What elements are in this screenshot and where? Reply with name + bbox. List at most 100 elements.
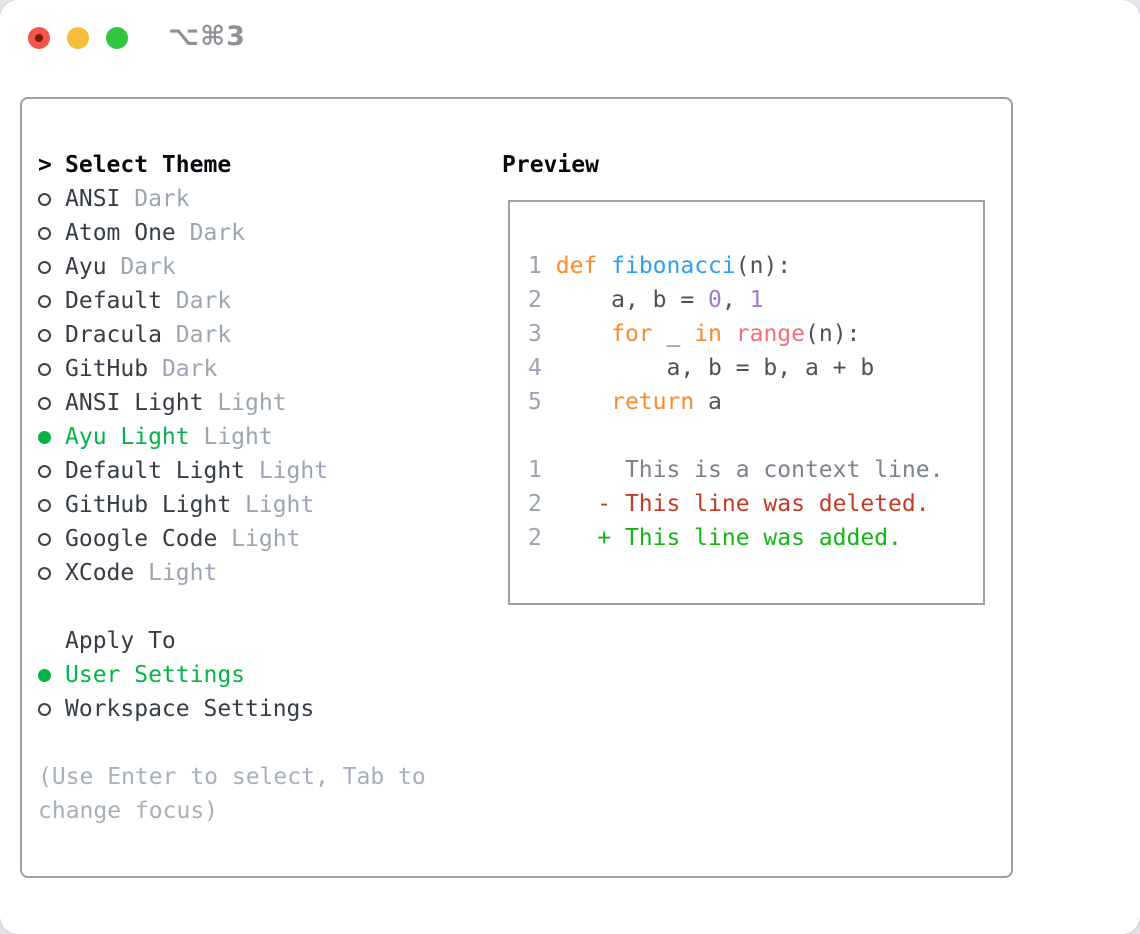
- close-button[interactable]: [28, 27, 50, 49]
- radio-circle: [38, 260, 51, 274]
- code-token: (n):: [805, 321, 861, 347]
- theme-variant: Dark: [175, 220, 246, 246]
- code-token: a, b = b, a + b: [541, 355, 875, 381]
- theme-name: ANSI: [65, 186, 121, 212]
- radio-icon: [38, 192, 65, 206]
- line-number: 1: [528, 457, 542, 483]
- code-token: (n):: [735, 253, 792, 279]
- radio-icon: [38, 498, 65, 512]
- theme-option[interactable]: Atom One Dark: [38, 216, 426, 250]
- code-line: 1 def fibonacci(n):: [528, 249, 943, 283]
- theme-variant: Light: [231, 492, 315, 518]
- hint-line-2: change focus): [38, 798, 219, 824]
- code-token: ,: [721, 287, 750, 313]
- radio-icon: [38, 702, 65, 716]
- code-token: return: [611, 389, 695, 415]
- theme-variant: Light: [203, 390, 287, 416]
- theme-name: ANSI Light: [65, 390, 204, 416]
- radio-circle: [38, 430, 51, 444]
- radio-circle: [38, 532, 51, 546]
- radio-icon: [38, 668, 65, 682]
- theme-option[interactable]: ANSI Light Light: [38, 386, 426, 420]
- theme-option[interactable]: Default Dark: [38, 284, 426, 318]
- theme-option[interactable]: Default Light Light: [38, 454, 426, 488]
- radio-circle: [38, 668, 51, 682]
- radio-circle: [38, 362, 51, 376]
- code-token: [722, 321, 736, 347]
- code-token: 1: [749, 287, 764, 313]
- apply-option-label: User Settings: [65, 662, 246, 688]
- radio-circle: [38, 192, 51, 206]
- code-line: 5 return a: [528, 385, 943, 419]
- theme-option[interactable]: Dracula Dark: [38, 318, 426, 352]
- theme-option[interactable]: Ayu Dark: [38, 250, 426, 284]
- code-line: 4 a, b = b, a + b: [528, 351, 943, 385]
- theme-name: Google Code: [65, 526, 218, 552]
- minimize-button[interactable]: [67, 27, 89, 49]
- theme-option[interactable]: Google Code Light: [38, 522, 426, 556]
- code-line: [528, 419, 943, 453]
- code-token: def: [555, 253, 598, 279]
- apply-to-header-row: Apply To: [38, 624, 426, 658]
- radio-circle: [38, 702, 51, 716]
- zoom-button[interactable]: [106, 27, 128, 49]
- theme-variant: Light: [134, 560, 218, 586]
- code-token: This is a context line.: [541, 457, 944, 483]
- code-token: [542, 525, 597, 551]
- line-number: 4: [528, 355, 542, 381]
- code-token: [542, 389, 611, 415]
- theme-name: Ayu Light: [65, 424, 190, 450]
- theme-option[interactable]: Ayu Light Light: [38, 420, 426, 454]
- line-number: 2: [528, 287, 542, 313]
- code-token: [542, 491, 597, 517]
- line-number: 3: [528, 321, 542, 347]
- radio-circle: [38, 566, 51, 580]
- code-token: in: [694, 321, 722, 347]
- theme-list-title: Select Theme: [65, 152, 232, 178]
- line-number: 5: [528, 389, 542, 415]
- theme-name: Default: [65, 288, 162, 314]
- theme-variant: Light: [245, 458, 329, 484]
- apply-option[interactable]: User Settings: [38, 658, 426, 692]
- code-token: _: [652, 321, 695, 347]
- line-number: 1: [528, 253, 542, 279]
- radio-icon: [38, 328, 65, 342]
- code-token: - This line was deleted.: [597, 491, 930, 517]
- radio-icon: [38, 532, 65, 546]
- code-line: 2 a, b = 0, 1: [528, 283, 943, 317]
- radio-icon: [38, 260, 65, 274]
- theme-name: Default Light: [65, 458, 246, 484]
- apply-to-title: Apply To: [65, 628, 176, 654]
- traffic-lights: [28, 27, 128, 49]
- theme-option[interactable]: ANSI Dark: [38, 182, 426, 216]
- theme-option[interactable]: GitHub Light Light: [38, 488, 426, 522]
- theme-name: Dracula: [65, 322, 162, 348]
- radio-circle: [38, 328, 51, 342]
- radio-icon: [38, 226, 65, 240]
- theme-option[interactable]: XCode Light: [38, 556, 426, 590]
- radio-icon: [38, 464, 65, 478]
- theme-name: GitHub: [65, 356, 149, 382]
- line-number: 2: [528, 525, 542, 551]
- code-token: 0: [708, 287, 722, 313]
- theme-variant: Light: [217, 526, 301, 552]
- hint-text: (Use Enter to select, Tab to change focu…: [38, 760, 426, 828]
- code-token: [542, 321, 611, 347]
- radio-icon: [38, 294, 65, 308]
- code-token: a: [694, 389, 722, 415]
- radio-icon: [38, 430, 65, 444]
- theme-variant: Dark: [148, 356, 218, 382]
- radio-icon: [38, 396, 65, 410]
- theme-list-header-row: >Select Theme: [38, 148, 426, 182]
- theme-variant: Light: [189, 424, 273, 450]
- hint-line-1: (Use Enter to select, Tab to: [38, 764, 426, 790]
- radio-circle: [38, 396, 51, 410]
- theme-option[interactable]: GitHub Dark: [38, 352, 426, 386]
- theme-variant: Dark: [120, 186, 190, 212]
- apply-option[interactable]: Workspace Settings: [38, 692, 426, 726]
- apply-option-label: Workspace Settings: [65, 696, 315, 722]
- theme-name: GitHub Light: [65, 492, 232, 518]
